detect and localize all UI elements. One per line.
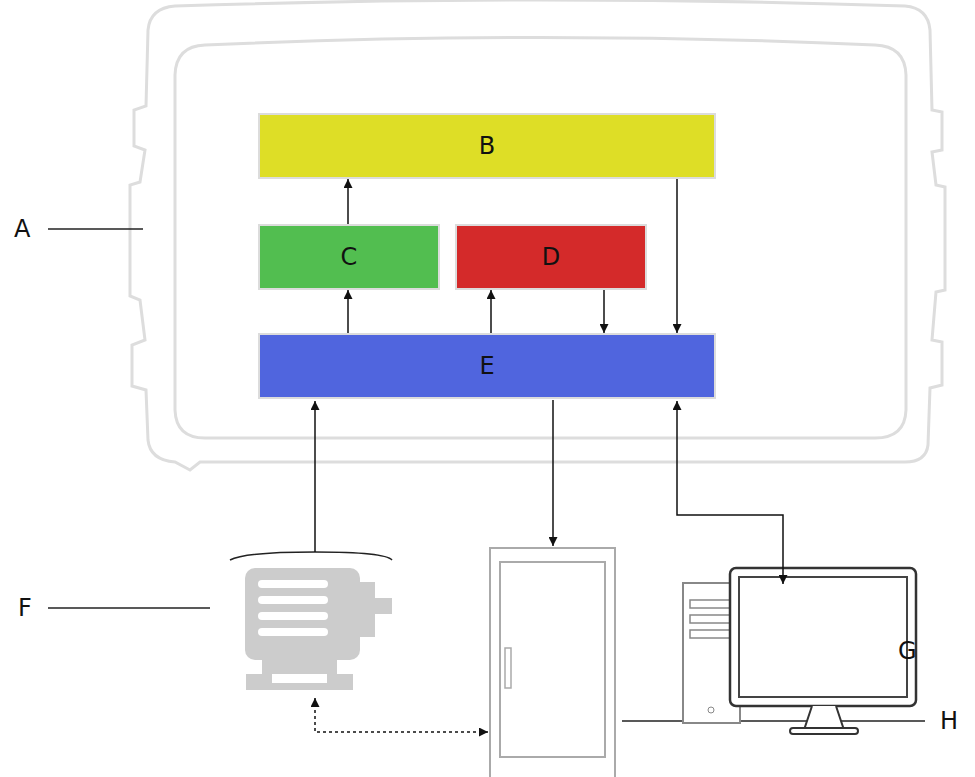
green-block: C — [258, 224, 440, 290]
blue-block: E — [258, 333, 716, 399]
callout-letter: H — [940, 709, 958, 733]
callout-letter: G — [898, 639, 917, 663]
block-letter: C — [341, 245, 358, 269]
motor-illustration — [230, 552, 392, 690]
yellow-block: B — [258, 113, 716, 179]
signal-arrow — [347, 290, 349, 333]
red-block: D — [455, 224, 647, 290]
computer-illustration — [683, 568, 916, 734]
drive-housing — [130, 0, 945, 470]
block-letter: B — [479, 134, 495, 158]
signal-arrow — [603, 290, 605, 333]
signal-arrow — [490, 290, 492, 333]
signal-arrow — [676, 179, 678, 333]
callout-letter: A — [14, 217, 30, 241]
leader-line — [48, 229, 925, 721]
callout-letter: F — [18, 596, 32, 620]
signal-wire — [315, 400, 783, 732]
block-letter: D — [542, 245, 560, 269]
control-cabinet — [490, 548, 615, 777]
signal-arrow — [347, 179, 349, 224]
block-letter: E — [479, 354, 494, 378]
